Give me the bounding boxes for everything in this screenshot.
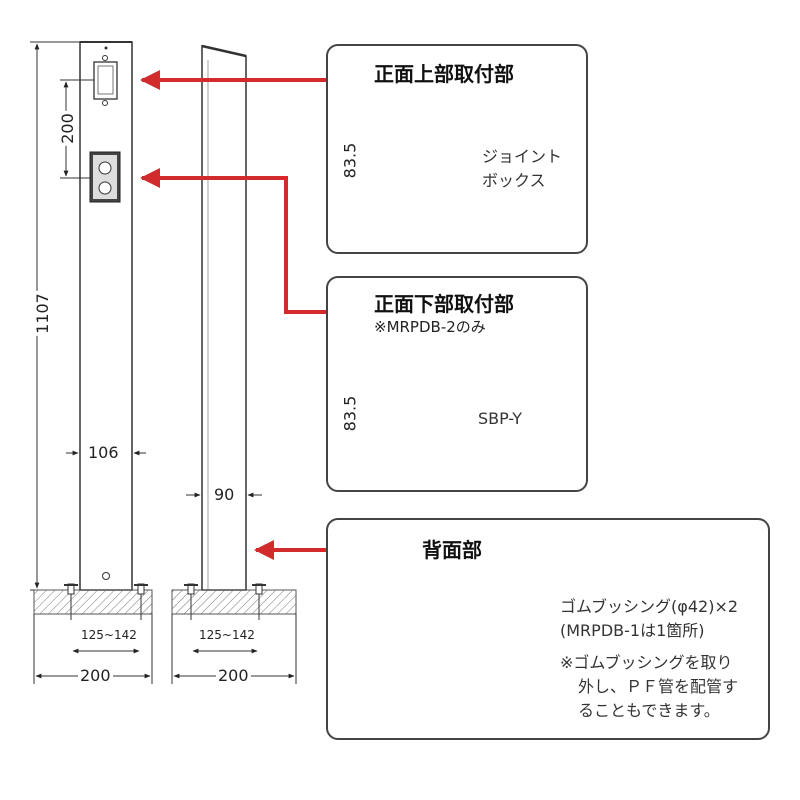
- callout-back: 背面部: [326, 518, 770, 740]
- front-width-dimension-label: 106: [86, 443, 121, 462]
- front-base-span-label: 125~142: [80, 628, 138, 642]
- callout-arrows: [140, 70, 326, 560]
- back-title: 背面部: [422, 538, 482, 562]
- side-base-dimension-label: 200: [216, 666, 251, 685]
- side-width-dimension-label: 90: [212, 485, 237, 504]
- side-view-pole: [171, 44, 297, 620]
- front-lower-title: 正面下部取付部: [374, 292, 514, 316]
- bushing-note-3: 外し、ＰＦ管を配管す: [578, 677, 739, 696]
- side-base-span-label: 125~142: [198, 628, 256, 642]
- bushing-note-2: ※ゴムブッシングを取り: [560, 653, 733, 672]
- callout-front-upper: 正面上部取付部: [326, 44, 588, 254]
- front-joint-box-small: [93, 55, 118, 106]
- arrow-lower: [140, 168, 326, 314]
- height-dimension-label: 1107: [32, 291, 52, 336]
- joint-box-label-line2: ボックス: [482, 171, 546, 190]
- callout-front-lower: 正面下部取付部 ※MRPDB-2のみ: [326, 276, 588, 492]
- upper-dimension-label: 83.5: [340, 140, 360, 181]
- joint-box-label-line1: ジョイント: [482, 147, 563, 166]
- bushing-note-4: ることもできます。: [578, 701, 720, 720]
- front-sbp-box-small: [89, 151, 121, 203]
- front-lower-note: ※MRPDB-2のみ: [374, 318, 486, 336]
- front-view-pole: [33, 41, 153, 620]
- front-base-dimension-label: 200: [78, 666, 113, 685]
- bushing-label: ゴムブッシング(φ42)×2: [560, 597, 739, 616]
- bushing-note-1: (MRPDB-1は1箇所): [560, 621, 705, 640]
- lower-dimension-label: 83.5: [340, 393, 360, 434]
- front-upper-title: 正面上部取付部: [374, 62, 514, 86]
- sbp-y-label: SBP-Y: [478, 409, 523, 428]
- box-pitch-dimension-label: 200: [57, 111, 77, 146]
